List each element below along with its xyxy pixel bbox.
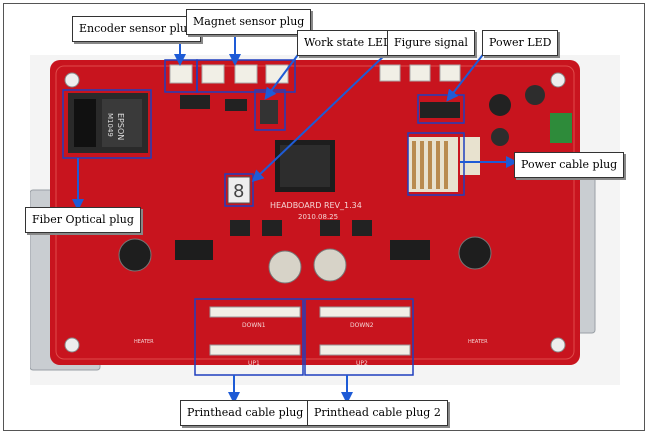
highlight-magnet-plugs [196, 59, 296, 93]
up1-text: UP1 [248, 360, 260, 367]
capacitor [118, 238, 152, 272]
board-model-text: HEADBOARD REV_1.34 [270, 201, 362, 210]
printhead-connector-up1 [209, 344, 301, 356]
top-right-plugs [379, 64, 461, 82]
label-printhead-cable-plug-1: Printhead cable plug 1 [180, 400, 321, 426]
seven-segment-display [227, 176, 251, 204]
capacitor [491, 128, 509, 146]
highlight-power-led [417, 94, 465, 124]
pcb-photo: EPSON M1049 8 HEADBOARD REV_1.34 2010.08… [30, 55, 620, 385]
label-magnet-sensor-plug: Magnet sensor plug [186, 9, 312, 35]
label-figure-signal: Figure signal [387, 30, 475, 56]
capacitor [525, 85, 545, 105]
circuit-board [50, 60, 580, 365]
capacitor [313, 248, 347, 282]
module-code-text: M1049 [106, 113, 114, 137]
capacitor [268, 250, 302, 284]
label-power-cable-plug: Power cable plug [514, 152, 625, 178]
capacitor [489, 94, 511, 116]
highlight-fiber-optic [62, 89, 152, 159]
arrow-work-led [264, 51, 301, 100]
printhead-connector-up2 [319, 344, 411, 356]
bottom-left-text: HEATER [134, 339, 154, 345]
highlight-printhead-1 [194, 298, 304, 376]
arrow-figure-signal [251, 51, 389, 183]
highlight-printhead-2 [304, 298, 414, 376]
label-printhead-cable-plug-2: Printhead cable plug 2 [307, 400, 448, 426]
capacitor [458, 236, 492, 270]
up2-text: UP2 [356, 360, 368, 367]
label-fiber-optical-plug: Fiber Optical plug [25, 207, 141, 233]
label-encoder-sensor-plug: Encoder sensor plug [72, 16, 202, 42]
bottom-right-text: HEATER [468, 339, 488, 345]
label-power-led: Power LED [482, 30, 559, 56]
down2-text: DOWN2 [350, 322, 374, 329]
down1-text: DOWN1 [242, 322, 266, 329]
label-work-state-led: Work state LED [297, 30, 399, 56]
mount-hole [550, 72, 566, 88]
board-date-text: 2010.08.25 [298, 213, 338, 221]
mount-hole [64, 72, 80, 88]
mount-hole [550, 337, 566, 353]
power-connector-block [408, 137, 458, 192]
highlight-seven-seg [224, 173, 254, 207]
printhead-connector-down2 [319, 306, 411, 318]
figure-frame [3, 3, 645, 431]
svg-text:8: 8 [233, 181, 244, 202]
printhead-connector-down1 [209, 306, 301, 318]
mount-hole [64, 337, 80, 353]
power-terminal [550, 113, 572, 143]
encoder-magnet-plugs [169, 64, 289, 84]
module-brand-text: EPSON [116, 113, 125, 140]
arrow-power-led [446, 51, 486, 102]
highlight-power-cable [407, 132, 465, 196]
